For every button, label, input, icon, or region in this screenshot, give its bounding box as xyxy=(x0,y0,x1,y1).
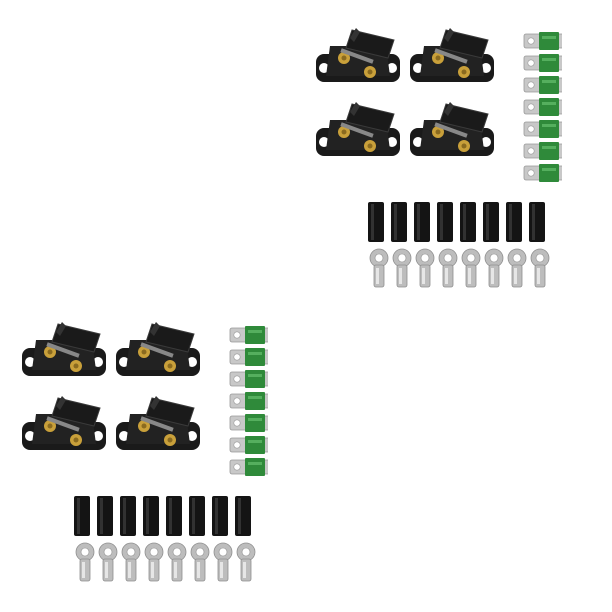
midi-fuse xyxy=(523,76,562,94)
fuse-holder xyxy=(410,28,494,82)
heat-shrink-tube xyxy=(460,202,476,242)
midi-fuse xyxy=(229,392,268,410)
heat-shrink-tube xyxy=(166,496,182,536)
ring-lug xyxy=(144,542,164,582)
heat-shrink-tube xyxy=(437,202,453,242)
heat-shrink-tube xyxy=(391,202,407,242)
heat-shrink-tube xyxy=(212,496,228,536)
heat-shrink-tube xyxy=(368,202,384,242)
heat-shrink-tube xyxy=(506,202,522,242)
midi-fuse xyxy=(523,164,562,182)
fuse-holder xyxy=(316,28,400,82)
heat-shrink-tube xyxy=(483,202,499,242)
heat-shrink-tube xyxy=(143,496,159,536)
ring-lug xyxy=(530,248,550,288)
heat-shrink-tube xyxy=(97,496,113,536)
ring-lug xyxy=(415,248,435,288)
ring-lug xyxy=(236,542,256,582)
heat-shrink-tube xyxy=(235,496,251,536)
fuse-holder xyxy=(116,396,200,450)
ring-lug xyxy=(98,542,118,582)
fuse-kit-top xyxy=(312,20,562,310)
ring-lug xyxy=(392,248,412,288)
ring-lug xyxy=(484,248,504,288)
midi-fuse xyxy=(229,414,268,432)
heat-shrink-tube xyxy=(414,202,430,242)
midi-fuse xyxy=(523,142,562,160)
ring-lug xyxy=(438,248,458,288)
midi-fuse xyxy=(523,32,562,50)
midi-fuse xyxy=(229,370,268,388)
heat-shrink-tube xyxy=(529,202,545,242)
midi-fuse xyxy=(523,120,562,138)
fuse-holder xyxy=(22,322,106,376)
ring-lug xyxy=(507,248,527,288)
heat-shrink-tube xyxy=(120,496,136,536)
ring-lug xyxy=(121,542,141,582)
ring-lug xyxy=(369,248,389,288)
midi-fuse xyxy=(523,54,562,72)
ring-lug xyxy=(213,542,233,582)
fuse-holder xyxy=(116,322,200,376)
fuse-kit-bottom xyxy=(18,314,268,604)
heat-shrink-tube xyxy=(189,496,205,536)
fuse-kit-illustration xyxy=(22,322,268,582)
ring-lug xyxy=(190,542,210,582)
ring-lug xyxy=(461,248,481,288)
midi-fuse xyxy=(229,348,268,366)
fuse-holder xyxy=(22,396,106,450)
fuse-kit-illustration xyxy=(316,28,562,288)
midi-fuse xyxy=(229,436,268,454)
midi-fuse xyxy=(229,326,268,344)
midi-fuse xyxy=(523,98,562,116)
heat-shrink-tube xyxy=(74,496,90,536)
fuse-holder xyxy=(410,102,494,156)
midi-fuse xyxy=(229,458,268,476)
fuse-holder xyxy=(316,102,400,156)
ring-lug xyxy=(75,542,95,582)
ring-lug xyxy=(167,542,187,582)
